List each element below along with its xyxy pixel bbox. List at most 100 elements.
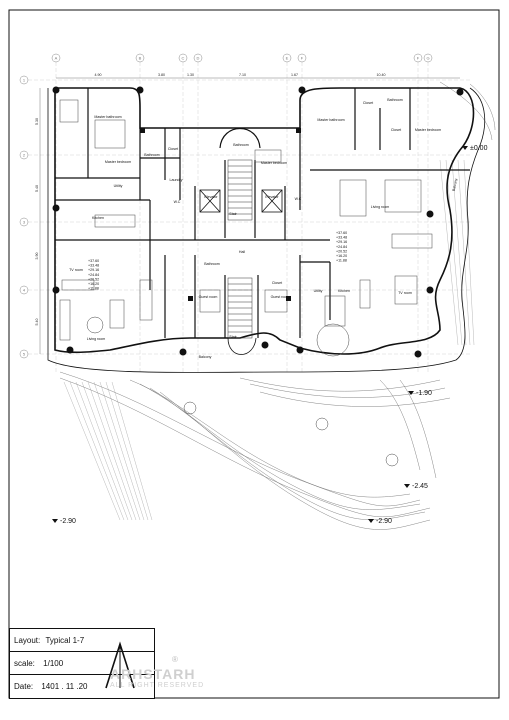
hatched-slope xyxy=(63,159,475,521)
elevation-text-southwest: -2.90 xyxy=(60,518,76,525)
grid-label-row: 4 xyxy=(23,288,26,293)
date-label: Date: xyxy=(14,682,34,691)
grid-label-row: 3 xyxy=(23,220,26,225)
grid-label-col: G xyxy=(426,56,429,61)
dimension-left: 5.40 xyxy=(35,319,39,326)
layout-value: Typical 1-7 xyxy=(45,636,85,645)
layout-label: Layout: xyxy=(14,636,41,645)
room-kitchen-right: Kitchen xyxy=(338,289,350,293)
elevation-text-east: -1.90 xyxy=(416,390,432,397)
level-value: +11.88 xyxy=(88,287,99,291)
grid-bubble-col xyxy=(178,53,188,63)
title-block-layout-row: Layout: Typical 1-7 xyxy=(10,629,154,652)
stair-treads xyxy=(227,159,253,339)
logo-text: ARHSTARH xyxy=(110,666,196,682)
dimension-top: 10.40 xyxy=(377,73,386,77)
elevator-shafts xyxy=(199,189,283,213)
room-labels: Master bathroom Master bedroom Closet Ba… xyxy=(69,98,458,359)
room-bathroom-top: Bathroom xyxy=(233,143,249,147)
room-guest-room-right: Guest room xyxy=(271,295,290,299)
logo-registered-mark: ® xyxy=(172,655,178,664)
grid-bubble-row xyxy=(19,150,29,160)
grid-bubble-row xyxy=(19,75,29,85)
grid-label-col: F xyxy=(417,56,420,61)
landscape-contours xyxy=(59,81,496,530)
level-value: +33.48 xyxy=(336,236,347,240)
dimension-top: 4.90 xyxy=(95,73,102,77)
room-guest-room-left: Guest room xyxy=(199,295,218,299)
room-closet-left: Closet xyxy=(168,147,178,151)
elevation-mark-east: -1.90 xyxy=(408,390,432,397)
grid-label-col: B xyxy=(139,56,142,61)
room-tv-room-right: TV room xyxy=(398,291,412,295)
grid-bubble-col xyxy=(51,53,61,63)
room-bathroom-left: Bathroom xyxy=(144,153,160,157)
room-master-bathroom-right: Master bathroom xyxy=(317,118,344,122)
room-living-room-left: Living room xyxy=(87,337,106,341)
room-laundry: Laundry xyxy=(170,178,183,182)
grid-bubble-col xyxy=(297,53,307,63)
room-wc-left: W.C xyxy=(174,200,181,204)
grid-bubble-row xyxy=(19,349,29,359)
level-value: +29.16 xyxy=(88,268,99,272)
elevation-text-south: -2.90 xyxy=(376,518,392,525)
dimension-top: 3.80 xyxy=(158,73,165,77)
level-value: +16.20 xyxy=(88,282,99,286)
sheet-border xyxy=(8,9,500,699)
grid-label-col: C xyxy=(182,56,185,61)
level-list-center: +37.60+33.48+29.16+24.84+20.52+16.20+11.… xyxy=(336,231,347,263)
room-utility-right: Utility xyxy=(314,289,323,293)
room-elevator-right: Elevator xyxy=(265,195,279,199)
elevation-text-main: ±0.00 xyxy=(470,145,488,152)
grid-label-row: 5 xyxy=(23,352,26,357)
room-kitchen-left: Kitchen xyxy=(92,216,104,220)
structural-columns xyxy=(52,86,464,358)
grid-label-col: F xyxy=(301,56,304,61)
room-hall: Hall xyxy=(239,250,245,254)
grid-bubble-col xyxy=(423,53,433,63)
room-balcony-bottom: Balcony xyxy=(199,355,212,359)
elevation-text-southeast: -2.45 xyxy=(412,483,428,490)
level-value: +20.52 xyxy=(88,277,99,281)
grid-bubble-row xyxy=(19,285,29,295)
grid-bubble-col xyxy=(193,53,203,63)
dimension-top: 1.67 xyxy=(291,73,298,77)
level-value: +33.48 xyxy=(88,264,99,268)
room-living-room-right: Living room xyxy=(371,205,390,209)
elevation-mark-south: -2.90 xyxy=(368,518,392,525)
room-wc-right: W.C xyxy=(295,197,302,201)
room-stair-bottom: Stair xyxy=(229,335,237,339)
level-value: +37.60 xyxy=(336,231,347,235)
elevation-mark-main: ±0.00 xyxy=(462,145,488,152)
level-value: +24.84 xyxy=(88,273,99,277)
grid-bubble-col xyxy=(413,53,423,63)
dimension-left: 5.40 xyxy=(35,185,39,192)
room-utility-left: Utility xyxy=(114,184,123,188)
dimension-top: 7.10 xyxy=(239,73,246,77)
room-master-bedroom-right: Master bedroom xyxy=(415,128,441,132)
level-value: +11.88 xyxy=(336,259,347,263)
logo-subtitle: ALL RIGHT RESERVED xyxy=(110,682,205,689)
room-bathroom-center: Bathroom xyxy=(204,262,220,266)
level-value: +16.20 xyxy=(336,254,347,258)
logo-mark xyxy=(105,641,135,689)
title-block-date-row: Date: 1401 . 11 .20 xyxy=(10,675,154,698)
grid-label-row: 2 xyxy=(23,153,26,158)
grid-label-col: A xyxy=(55,56,58,61)
room-master-bedroom-left: Master bedroom xyxy=(105,160,131,164)
dimension-left: 3.90 xyxy=(35,253,39,260)
grid-bubble-col xyxy=(135,53,145,63)
title-block: Layout: Typical 1-7 scale: 1/100 Date: 1… xyxy=(9,628,155,699)
grid-label-col: E xyxy=(286,56,289,61)
elevation-marks: ±0.00 -1.90 -2.45 -2.90 -2.90 xyxy=(52,145,488,525)
level-value: +20.52 xyxy=(336,249,347,253)
scale-label: scale: xyxy=(14,659,35,668)
building-walls xyxy=(47,87,486,373)
room-closet-right-a: Closet xyxy=(363,101,373,105)
room-stair-top: Stair xyxy=(229,212,237,216)
room-balcony-right: Balcony xyxy=(452,178,459,192)
elevation-mark-southeast: -2.45 xyxy=(404,483,428,490)
level-value: +29.16 xyxy=(336,240,347,244)
